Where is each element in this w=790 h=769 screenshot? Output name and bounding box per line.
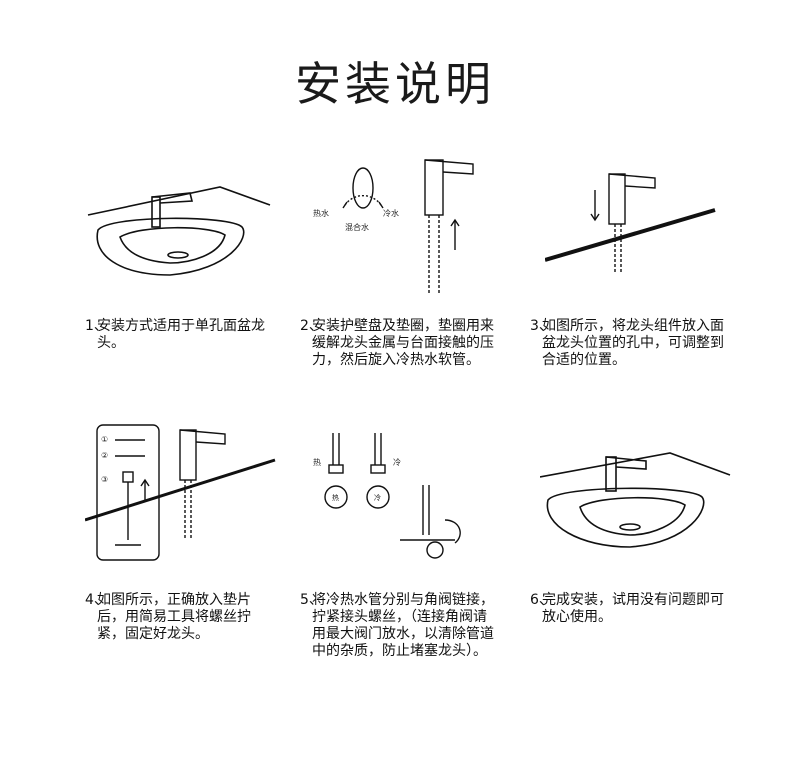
step1-caption: 1、 安装方式适用于单孔面盆龙头。 bbox=[85, 318, 270, 352]
step1-number: 1、 bbox=[85, 318, 108, 334]
marker-2: ② bbox=[101, 451, 108, 460]
cold-water-label: 冷水 bbox=[383, 208, 399, 218]
cold-label: 冷 bbox=[393, 457, 401, 467]
step4-number: 4、 bbox=[85, 592, 108, 608]
cold-valve-label: 冷 bbox=[374, 493, 381, 502]
step1-illustration bbox=[87, 186, 271, 276]
step2-illustration: 热水 冷水 混合水 bbox=[313, 159, 474, 295]
marker-3: ③ bbox=[101, 475, 108, 484]
step3-number: 3、 bbox=[530, 318, 553, 334]
step6-number: 6、 bbox=[530, 592, 553, 608]
step3-text: 如图所示，将龙头组件放入面盆龙头位置的孔中，可调整到合适的位置。 bbox=[542, 318, 724, 368]
step4-text: 如图所示，正确放入垫片后，用简易工具将螺丝拧紧，固定好龙头。 bbox=[97, 592, 251, 642]
step6-illustration bbox=[540, 452, 731, 548]
step2-number: 2、 bbox=[300, 318, 323, 334]
mixed-water-label: 混合水 bbox=[345, 222, 369, 232]
hot-valve-label: 热 bbox=[332, 493, 339, 502]
marker-1: ① bbox=[101, 435, 108, 444]
step5-illustration: 热 冷 热 冷 bbox=[313, 433, 461, 559]
step2-text: 安装护壁盘及垫圈，垫圈用来缓解龙头金属与台面接触的压力，然后旋入冷热水软管。 bbox=[312, 318, 494, 368]
step6-caption: 6、 完成安装，试用没有问题即可放心使用。 bbox=[530, 592, 725, 626]
page-title: 安装说明 bbox=[295, 57, 495, 111]
step4-illustration: ① ② ③ bbox=[85, 424, 276, 561]
step2-caption: 2、 安装护壁盘及垫圈，垫圈用来缓解龙头金属与台面接触的压力，然后旋入冷热水软管… bbox=[300, 318, 500, 369]
step3-illustration bbox=[545, 173, 716, 272]
step6-text: 完成安装，试用没有问题即可放心使用。 bbox=[542, 592, 724, 625]
step1-text: 安装方式适用于单孔面盆龙头。 bbox=[97, 318, 265, 351]
step5-text: 将冷热水管分别与角阀链接，拧紧接头螺丝，（连接角阀请用最大阀门放水，以清除管道中… bbox=[312, 592, 494, 659]
step3-caption: 3、 如图所示，将龙头组件放入面盆龙头位置的孔中，可调整到合适的位置。 bbox=[530, 318, 730, 369]
step5-caption: 5、 将冷热水管分别与角阀链接，拧紧接头螺丝，（连接角阀请用最大阀门放水，以清除… bbox=[300, 592, 500, 660]
step4-caption: 4、 如图所示，正确放入垫片后，用简易工具将螺丝拧紧，固定好龙头。 bbox=[85, 592, 275, 643]
step5-number: 5、 bbox=[300, 592, 323, 608]
hot-water-label: 热水 bbox=[313, 208, 329, 218]
hot-label: 热 bbox=[313, 457, 321, 467]
